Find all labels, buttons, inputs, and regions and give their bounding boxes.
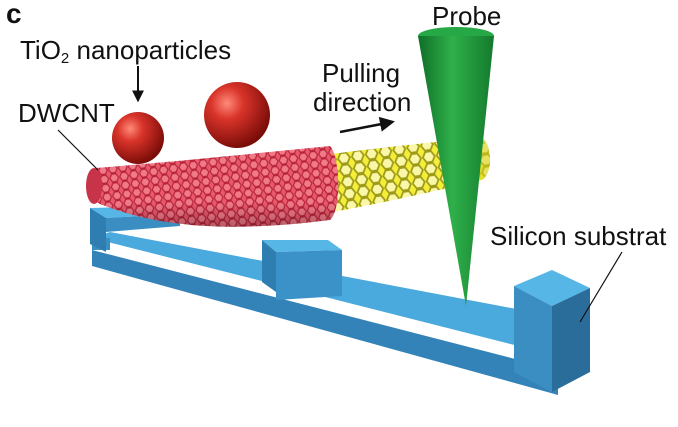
right-pillar-front bbox=[514, 286, 552, 392]
silicon-substrate-label: Silicon substrat bbox=[490, 221, 667, 251]
pulling-direction-label-line1: Pulling bbox=[322, 58, 401, 88]
tio2-label-suffix: nanoparticles bbox=[69, 35, 232, 65]
middle-pillar-front bbox=[276, 250, 342, 300]
middle-pillar-top bbox=[262, 240, 342, 252]
tio2-nanoparticle-small bbox=[112, 112, 164, 164]
probe-label: Probe bbox=[432, 1, 502, 31]
pulling-direction-label-line2: direction bbox=[313, 87, 412, 117]
left-pillar-left bbox=[90, 208, 106, 252]
tio2-label-prefix: TiO bbox=[20, 35, 61, 65]
tube-shading bbox=[88, 146, 339, 227]
dwcnt-label: DWCNT bbox=[18, 98, 115, 128]
middle-pillar-left bbox=[262, 240, 276, 292]
dwcnt-leader-line bbox=[57, 129, 99, 171]
pulling-direction-arrow-icon bbox=[339, 116, 395, 134]
tio2-nanoparticle-large bbox=[204, 82, 270, 148]
probe-tip bbox=[418, 27, 494, 306]
probe-cone bbox=[418, 36, 494, 306]
tio2-label-subscript: 2 bbox=[60, 50, 70, 67]
substrate-leader-line bbox=[579, 251, 623, 323]
panel-label: c bbox=[6, 0, 22, 29]
right-pillar-side bbox=[552, 288, 590, 392]
tube-left-end bbox=[86, 168, 102, 204]
substrate-base-front bbox=[92, 250, 558, 395]
dwcnt-tube bbox=[86, 138, 491, 227]
tio2-label: TiO2 nanoparticles bbox=[20, 36, 231, 73]
